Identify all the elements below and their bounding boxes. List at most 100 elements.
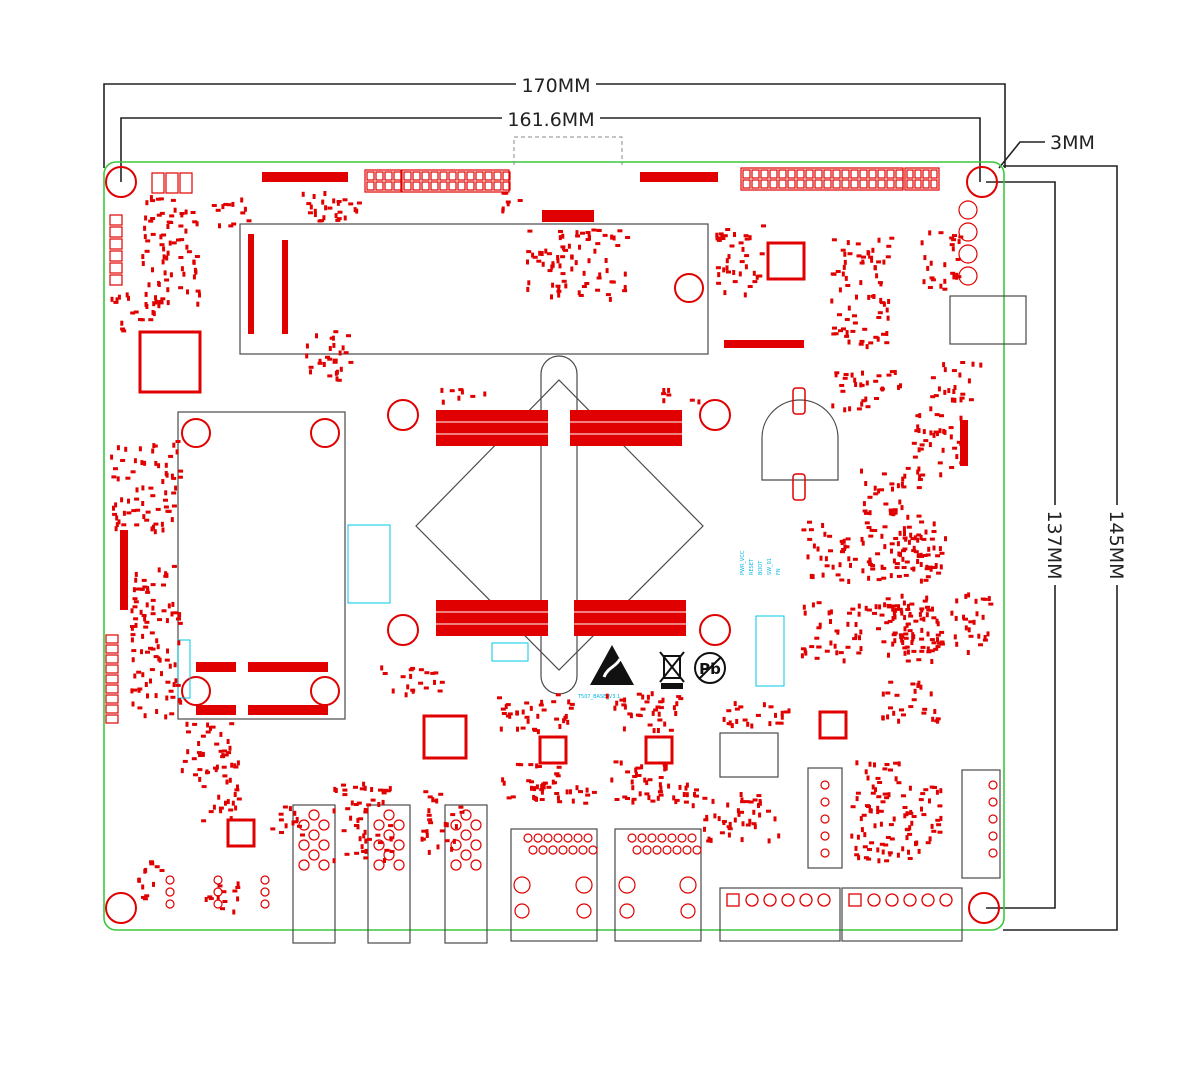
smd-pad [873, 379, 879, 383]
header-pin [760, 179, 769, 189]
smd-pad [636, 692, 642, 696]
smd-pad [885, 331, 889, 336]
smd-pad [903, 573, 909, 577]
smd-pad [903, 632, 909, 636]
smd-pad [927, 565, 933, 569]
smd-pad [839, 578, 845, 582]
smd-pad [858, 635, 861, 641]
smd-pad [645, 780, 649, 786]
header-pin [742, 179, 751, 189]
smd-pad [554, 717, 560, 721]
smd-pad [581, 285, 587, 288]
header-pin [105, 704, 119, 714]
smd-pad [536, 729, 540, 735]
smd-pad [133, 617, 139, 621]
smd-pad [864, 396, 868, 402]
board-label: T507_BASE_V3.1 [577, 694, 620, 700]
smd-pad [341, 783, 346, 787]
smd-pad [828, 549, 833, 553]
smd-pad [919, 443, 925, 447]
smd-pad [674, 799, 678, 805]
header-pin [778, 169, 787, 179]
through-hole-pin [393, 839, 405, 851]
through-hole-pin [958, 200, 978, 220]
smd-pad [850, 372, 854, 378]
header-pin [751, 169, 760, 179]
smd-pad [615, 244, 621, 247]
smd-pad [903, 650, 907, 656]
header-pin [751, 179, 760, 189]
smd-pad [178, 286, 184, 290]
smd-pad [925, 605, 930, 609]
smd-pad [348, 360, 354, 364]
smd-pad [843, 259, 847, 265]
smd-pad [322, 362, 326, 367]
smd-pad [982, 638, 988, 642]
smd-pad [868, 534, 874, 538]
smd-pad [819, 555, 823, 561]
smd-pad [739, 260, 745, 264]
side-label-2: RESET [749, 558, 755, 575]
smd-pad [845, 284, 851, 287]
smd-pad [824, 556, 828, 562]
smd-pad [151, 448, 155, 454]
smd-pad [527, 280, 531, 286]
smd-pad [918, 611, 922, 617]
smd-pad [174, 678, 178, 684]
smd-pad [356, 824, 360, 830]
smd-pad [438, 792, 444, 796]
smd-pad [905, 608, 911, 611]
smd-pad [215, 764, 219, 770]
smd-pad [939, 815, 943, 821]
header-pin [742, 169, 751, 179]
smd-pad [802, 604, 806, 610]
smd-pad [134, 577, 138, 583]
smd-pad [575, 785, 579, 791]
smd-pad [947, 388, 951, 394]
smd-pad [926, 631, 930, 637]
smd-pad [236, 797, 242, 801]
smd-pad [204, 897, 208, 902]
smd-pad [920, 240, 924, 246]
smd-pad [952, 274, 956, 280]
smd-pad [900, 481, 904, 487]
smd-pad [328, 346, 332, 351]
smd-pad [927, 286, 933, 289]
smd-pad [568, 706, 574, 710]
header-pin [439, 181, 448, 191]
smd-pad [740, 837, 744, 843]
smd-pad [641, 694, 645, 700]
smd-pad [931, 641, 937, 645]
smd-pad [562, 718, 566, 724]
smd-pad [345, 807, 351, 811]
smd-pad [962, 614, 965, 620]
smd-pad [178, 612, 182, 618]
smd-pad [305, 353, 309, 359]
smd-pad [150, 232, 156, 236]
smd-pad [865, 344, 869, 350]
smd-pad [116, 476, 120, 482]
smd-pad [814, 656, 820, 660]
smd-pad [582, 270, 586, 276]
smd-pad [366, 837, 372, 841]
smd-pad [457, 395, 461, 401]
smd-pad [647, 723, 653, 727]
header-pin [787, 169, 796, 179]
smd-pad [966, 650, 970, 655]
smd-pad [875, 273, 879, 279]
smd-pad [877, 311, 883, 315]
smd-pad [120, 327, 126, 331]
smd-pad [821, 523, 825, 528]
smd-pad [346, 334, 351, 338]
smd-pad [852, 321, 858, 325]
smd-pad [133, 673, 137, 679]
smd-pad [854, 382, 858, 387]
smd-pad [205, 769, 209, 775]
smd-pad [630, 779, 634, 785]
smd-pad [842, 658, 846, 664]
smd-pad [661, 697, 665, 703]
smd-pad [916, 537, 920, 543]
smd-pad [874, 787, 877, 793]
smd-pad [408, 668, 414, 672]
smd-pad [192, 274, 196, 280]
